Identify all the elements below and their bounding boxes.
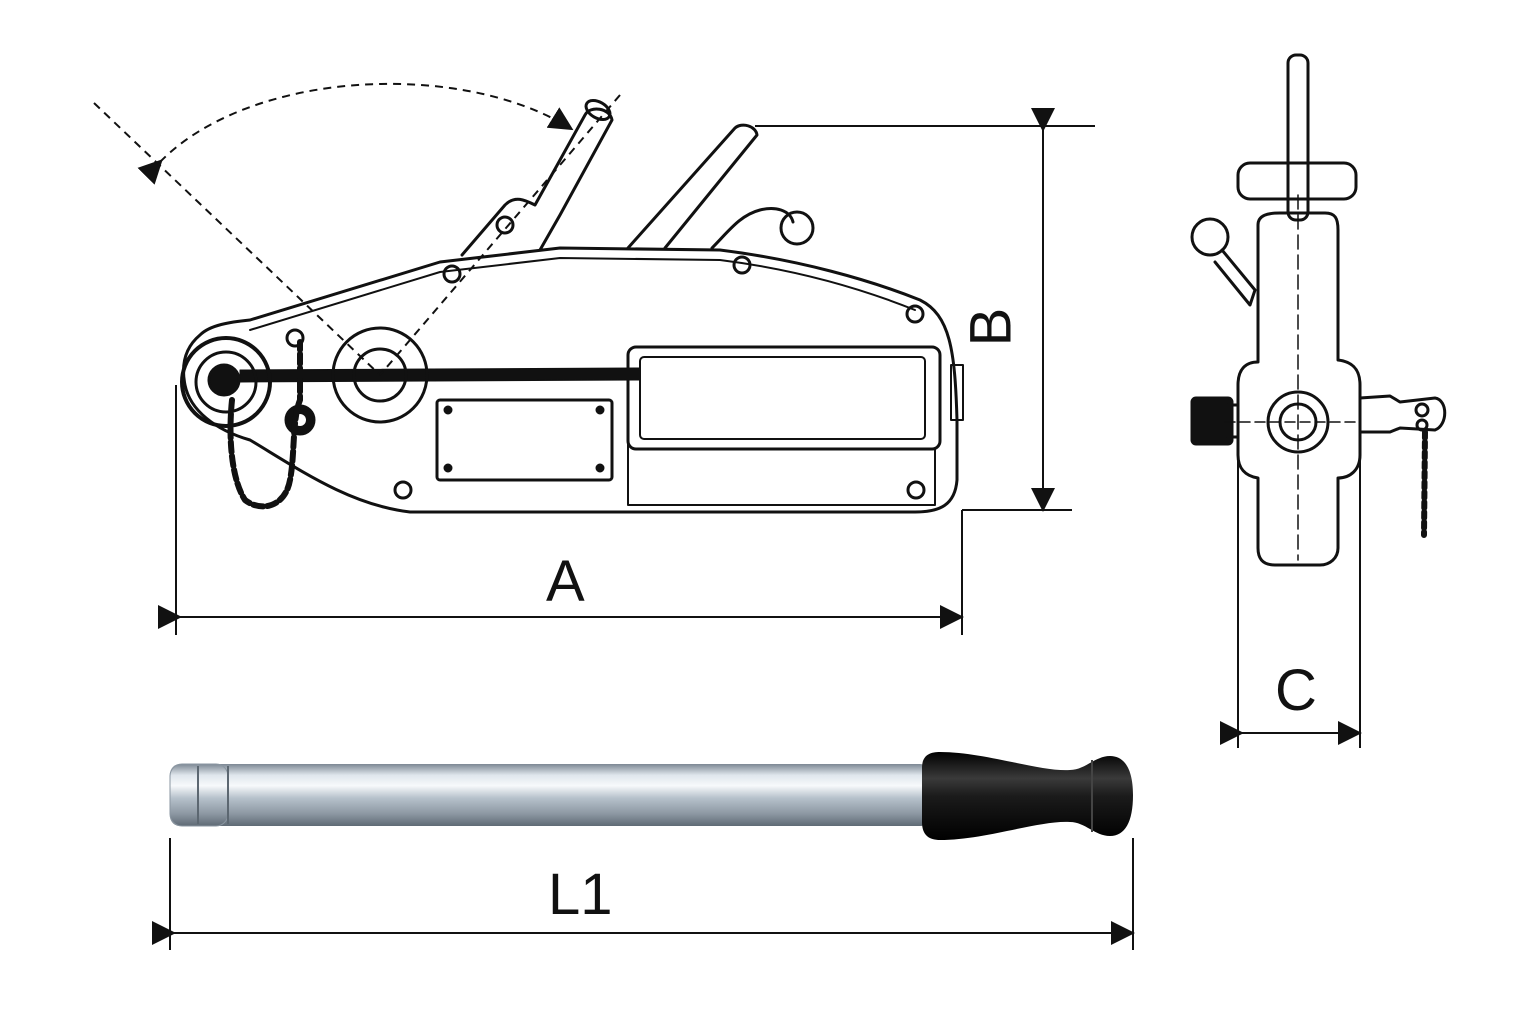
- hoist-front-view: [1190, 53, 1447, 567]
- safety-chain: [227, 339, 303, 510]
- handle-tube: [170, 764, 930, 826]
- body-window: [626, 345, 942, 451]
- extension-handle: [169, 752, 1133, 840]
- dimension-label-c: C: [1275, 658, 1317, 723]
- hoist-side-view: [180, 99, 964, 514]
- dimension-l1: [152, 838, 1135, 950]
- lever-swing-indicator: [93, 82, 621, 376]
- dimension-c: [1220, 450, 1362, 748]
- front-body-outline: [1236, 211, 1362, 567]
- drum-pivot: [331, 326, 429, 424]
- dimension-b: [755, 108, 1095, 512]
- top-cap: [1236, 161, 1358, 201]
- dimension-a: [158, 385, 964, 635]
- front-chain: [1421, 429, 1428, 538]
- dimension-label-l1: L1: [548, 862, 613, 927]
- hoist-body-outline: [182, 246, 959, 514]
- dimension-label-a: A: [546, 549, 585, 614]
- anchor-ring: [180, 336, 272, 428]
- handle-socket: [626, 123, 759, 250]
- name-plate: [435, 398, 614, 482]
- knurled-knob: [1190, 396, 1234, 446]
- dimension-label-b: B: [958, 307, 1024, 347]
- rubber-grip: [922, 752, 1133, 840]
